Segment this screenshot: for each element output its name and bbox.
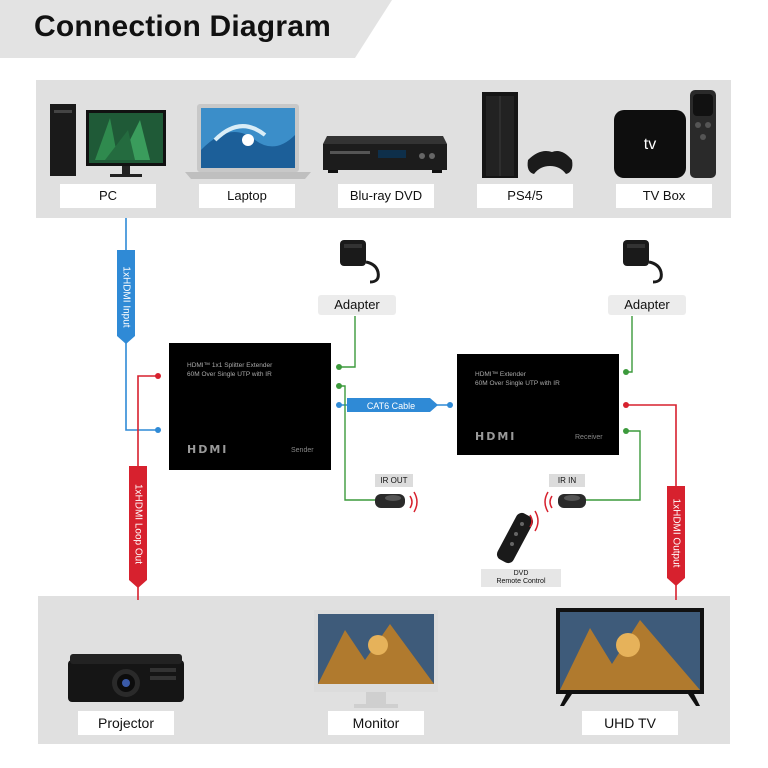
power-adapter-icon xyxy=(340,240,380,284)
cat6-label: CAT6 Cable xyxy=(367,401,415,411)
hdmi-input-tag xyxy=(117,250,135,344)
bluray-player-icon xyxy=(323,136,447,173)
ir-receiver-icon xyxy=(544,491,586,513)
adapter-label-sender: Adapter xyxy=(318,295,396,315)
tv-icon xyxy=(556,608,704,706)
laptop-icon xyxy=(185,104,311,179)
svg-text:tv: tv xyxy=(644,136,656,153)
power-adapter-icon xyxy=(623,240,663,284)
ir-in-label: IR IN xyxy=(549,474,585,487)
source-label-tvbox: TV Box xyxy=(616,184,712,208)
tv-box-icon: tv xyxy=(614,90,716,178)
output-label-uhd-tv: UHD TV xyxy=(582,711,678,735)
port-dot xyxy=(623,428,629,434)
port-dot xyxy=(155,427,161,433)
ir-out-label: IR OUT xyxy=(375,474,413,487)
port-dot xyxy=(623,402,629,408)
monitor-icon xyxy=(314,610,438,708)
header-band xyxy=(0,0,392,58)
pc-icon xyxy=(50,104,166,177)
ir-emitter-icon xyxy=(375,491,418,513)
hdmi-loop-out-label: 1xHDMI Loop Out xyxy=(132,484,143,564)
sender-role-label: Sender xyxy=(291,447,314,454)
receiver-model-line1: HDMI™ Extender xyxy=(475,371,526,378)
cat6-label-tag xyxy=(347,398,438,412)
port-dot xyxy=(336,402,342,408)
output-label-projector: Projector xyxy=(78,711,174,735)
source-label-bluray: Blu-ray DVD xyxy=(338,184,434,208)
receiver-model-line2: 60M Over Single UTP with IR xyxy=(475,380,560,387)
receiver-role-label: Receiver xyxy=(575,434,603,441)
remote-control-icon xyxy=(496,510,539,564)
output-label-monitor: Monitor xyxy=(328,711,424,735)
hdmi-loop-out-tag xyxy=(129,466,147,588)
receiver-unit: HDMI™ Extender 60M Over Single UTP with … xyxy=(457,354,619,455)
remote-label-line2: Remote Control xyxy=(496,578,546,585)
hdmi-input-label: 1xHDMI Input xyxy=(120,266,131,327)
game-console-icon xyxy=(482,92,573,178)
remote-label-line1: DVD xyxy=(513,570,529,577)
receiver-hdmi-logo: HDMI xyxy=(475,430,517,443)
page-title: Connection Diagram xyxy=(34,10,331,43)
power-cable-sender xyxy=(339,316,356,368)
adapter-label-receiver: Adapter xyxy=(608,295,686,315)
source-label-pc: PC xyxy=(60,184,156,208)
source-label-laptop: Laptop xyxy=(199,184,295,208)
ir-in-cable xyxy=(584,430,641,501)
port-dot xyxy=(447,402,453,408)
remote-control-label: DVD Remote Control xyxy=(481,569,561,587)
port-dot xyxy=(623,369,629,375)
port-dot xyxy=(336,383,342,389)
sender-model-line1: HDMI™ 1x1 Splitter Extender xyxy=(187,362,273,369)
sender-unit: HDMI™ 1x1 Splitter Extender 60M Over Sin… xyxy=(169,343,331,470)
port-dot xyxy=(155,373,161,379)
hdmi-output-tag xyxy=(667,486,685,586)
source-label-ps: PS4/5 xyxy=(477,184,573,208)
power-cable-receiver xyxy=(626,316,633,373)
sender-hdmi-logo: HDMI xyxy=(187,443,229,456)
sender-model-line2: 60M Over Single UTP with IR xyxy=(187,371,272,378)
hdmi-output-label: 1xHDMI Output xyxy=(670,499,681,568)
port-dot xyxy=(336,364,342,370)
projector-icon xyxy=(68,654,184,702)
